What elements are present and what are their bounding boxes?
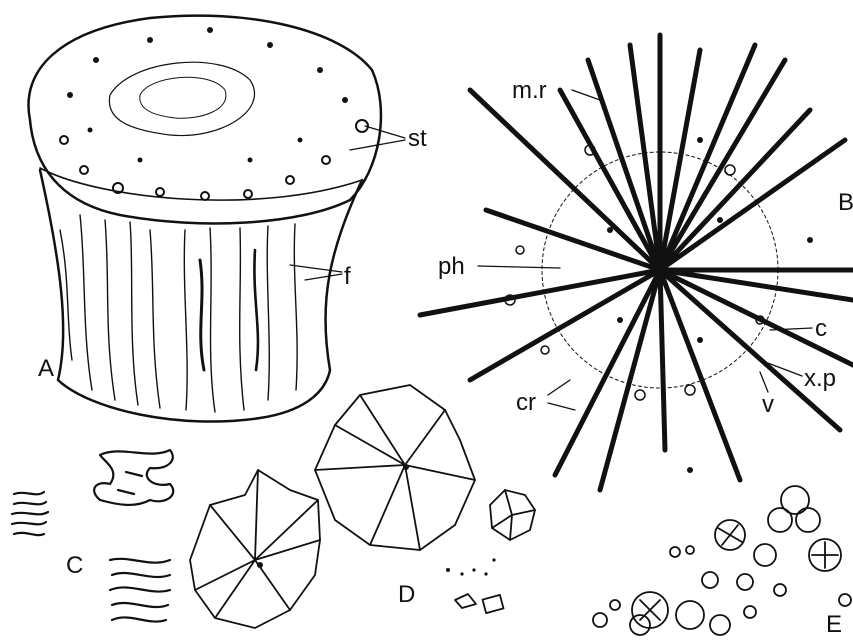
panel-label-b: B [838, 189, 853, 216]
panel-label-c: C [66, 552, 83, 579]
panel-label-d: D [398, 581, 415, 608]
medullary-rays [420, 35, 853, 490]
label-xp: x.p [804, 365, 836, 392]
panel-c-cells: C [12, 450, 173, 622]
panel-label-e: E [826, 611, 842, 638]
label-f: f [344, 263, 351, 290]
label-v: v [762, 391, 774, 418]
panel-label-a: A [38, 355, 54, 382]
label-st: st [408, 125, 427, 152]
stump-fibres [60, 215, 297, 412]
label-ph: ph [438, 253, 465, 280]
stump-pits [60, 27, 368, 200]
label-c: c [815, 315, 827, 342]
panel-b-cross-section: m.r ph c x.p cr v B [420, 35, 853, 490]
label-cr: cr [516, 389, 536, 416]
panel-a-stump: st f A [29, 16, 428, 422]
label-mr: m.r [512, 77, 547, 104]
panel-e-starch: E [593, 486, 851, 638]
